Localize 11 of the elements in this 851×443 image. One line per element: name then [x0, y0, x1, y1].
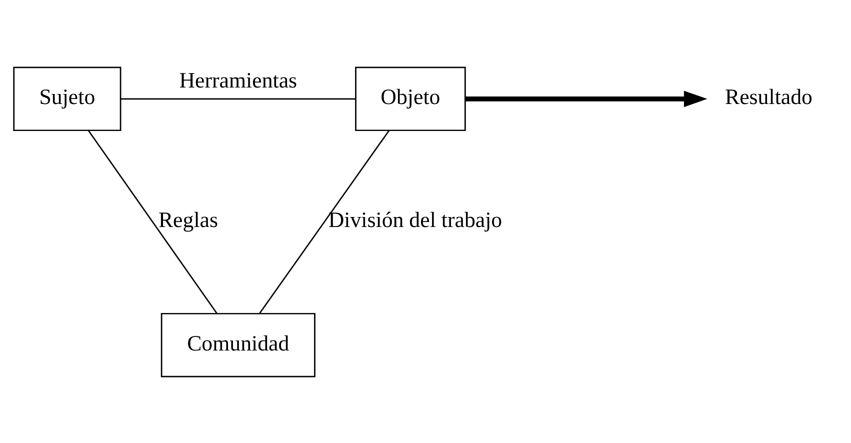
connector [120, 98, 356, 100]
edge-label: Reglas [158, 208, 218, 232]
arrow [465, 90, 708, 107]
node-box: Objeto [355, 66, 466, 131]
edge-label: Herramientas [179, 68, 298, 92]
connector [88, 130, 218, 314]
connector [259, 130, 390, 314]
node-text: Resultado [725, 84, 812, 109]
node-box: Sujeto [13, 66, 122, 131]
node-box: Comunidad [160, 312, 316, 377]
edge-label: División del trabajo [328, 208, 502, 232]
